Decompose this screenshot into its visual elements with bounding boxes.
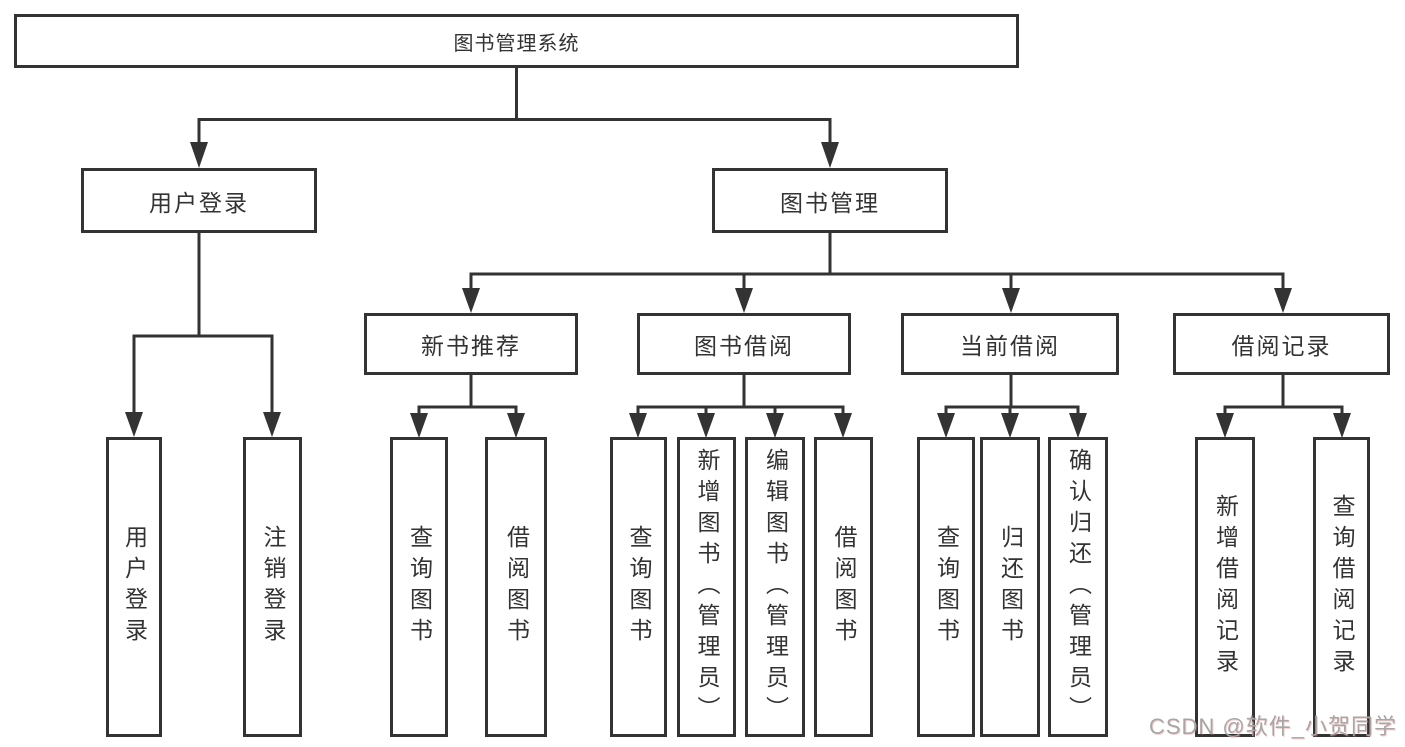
node-book-mgmt: 图书管理 [712,168,948,233]
leaf-records-add: 新增借阅记录 [1195,437,1255,737]
node-root: 图书管理系统 [14,14,1019,68]
leaf-current-query-label: 查询图书 [933,525,960,649]
node-records-label: 借阅记录 [1231,333,1332,359]
node-new-book-label: 新书推荐 [421,333,521,359]
leaf-current-confirm: 确认归还（管理员） [1048,437,1108,737]
leaf-user-login: 用户登录 [106,437,162,737]
leaf-borrow-edit-label: 编辑图书（管理员） [762,447,789,727]
node-borrow-label: 图书借阅 [694,333,794,359]
csdn-watermark: CSDN @软件_小贺同学 [1148,714,1397,739]
node-root-label: 图书管理系统 [453,32,580,55]
node-records: 借阅记录 [1173,313,1390,375]
leaf-borrow-add: 新增图书（管理员） [677,437,736,737]
node-current-label: 当前借阅 [960,333,1060,359]
leaf-borrow-borrow: 借阅图书 [814,437,873,737]
leaf-borrow-query-label: 查询图书 [626,525,652,649]
node-book-mgmt-label: 图书管理 [780,189,880,216]
leaf-records-query: 查询借阅记录 [1313,437,1370,737]
leaf-newbook-query: 查询图书 [390,437,448,737]
leaf-newbook-borrow-label: 借阅图书 [503,525,530,649]
leaf-newbook-query-label: 查询图书 [406,525,433,649]
leaf-current-return-label: 归还图书 [997,525,1024,649]
leaf-borrow-borrow-label: 借阅图书 [831,525,857,649]
leaf-current-query: 查询图书 [917,437,975,737]
leaf-current-return: 归还图书 [980,437,1040,737]
node-user-login: 用户登录 [81,168,317,233]
leaf-user-login-label: 用户登录 [121,525,148,649]
node-new-book: 新书推荐 [364,313,578,375]
leaf-current-confirm-label: 确认归还（管理员） [1065,447,1092,727]
leaf-records-add-label: 新增借阅记录 [1212,494,1239,680]
leaf-borrow-edit: 编辑图书（管理员） [745,437,805,737]
node-current: 当前借阅 [901,313,1119,375]
leaf-logout: 注销登录 [243,437,302,737]
leaf-newbook-borrow: 借阅图书 [485,437,547,737]
node-borrow: 图书借阅 [637,313,851,375]
leaf-logout-label: 注销登录 [260,525,286,649]
leaf-borrow-add-label: 新增图书（管理员） [694,447,720,727]
node-user-login-label: 用户登录 [149,189,249,216]
leaf-records-query-label: 查询借阅记录 [1329,494,1355,680]
leaf-borrow-query: 查询图书 [610,437,667,737]
